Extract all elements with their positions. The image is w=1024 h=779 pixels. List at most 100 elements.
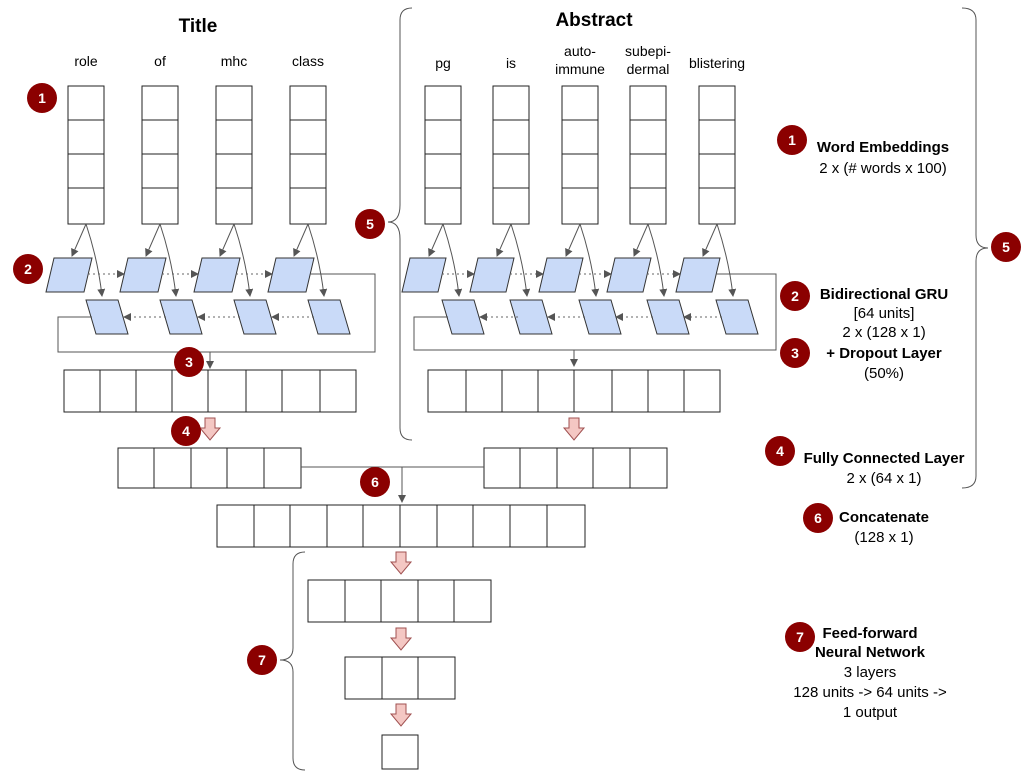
svg-text:5: 5 [1002,239,1010,255]
embedding-column [215,85,253,225]
legend-detail: (50%) [864,365,904,382]
svg-text:7: 7 [258,652,266,668]
abstract-word: is [506,55,516,71]
svg-text:4: 4 [776,443,784,459]
title-word: of [154,53,166,69]
gru-cell [401,257,447,293]
ffnn-brace [279,551,306,771]
down-arrow-icon [389,627,413,651]
title-fc-row [117,447,302,489]
svg-text:7: 7 [796,629,804,645]
abstract-gru-forward [401,257,721,293]
abstract-word: subepi- [625,43,671,59]
title-dropout-row [63,369,357,413]
abstract-words: pg is auto- immune subepi- dermal bliste… [435,43,745,77]
down-arrow-icon [389,703,413,727]
ffnn-layer-2 [344,656,456,700]
svg-text:3: 3 [791,345,799,361]
badge-1: 1 [27,83,57,113]
gru-cell [441,299,485,335]
embedding-column [698,85,736,225]
badge-5-right: 5 [991,232,1021,262]
ffnn-layer-1 [307,579,492,623]
gru-cell [509,299,553,335]
abstract-word: blistering [689,55,745,71]
legend-detail: 1 output [843,704,898,721]
gru-cell [646,299,690,335]
legend-title: Word Embeddings [817,139,949,156]
badge-4: 4 [171,416,201,446]
abstract-fc-row [483,447,668,489]
concatenate-row [216,504,586,548]
abstract-word: dermal [627,61,670,77]
legend-embeddings: 1 Word Embeddings 2 x (# words x 100) [777,125,949,177]
gru-cell [578,299,622,335]
gru-cell [85,299,129,335]
legend-fully-connected: 4 Fully Connected Layer 2 x (64 x 1) [765,436,965,487]
legend-detail: 2 x (64 x 1) [846,470,921,487]
title-words: role of mhc class [74,53,324,69]
abstract-heading: Abstract [555,10,633,31]
abstract-word: immune [555,61,605,77]
svg-text:1: 1 [38,90,46,106]
svg-text:6: 6 [814,510,822,526]
title-gru-loop [57,273,376,353]
abstract-embeddings [424,85,736,225]
gru-cell [715,299,759,335]
badge-6: 6 [360,467,390,497]
legend-title: + Dropout Layer [826,345,942,362]
gru-cell [119,257,167,293]
gru-cell [193,257,241,293]
embedding-column [141,85,179,225]
gru-cell [159,299,203,335]
gru-cell [606,257,652,293]
gru-cell [267,257,315,293]
title-word: role [74,53,98,69]
title-word: class [292,53,324,69]
embedding-column [424,85,462,225]
legend-detail: 2 x (# words x 100) [819,160,947,177]
embedding-column [629,85,667,225]
gru-cell [233,299,277,335]
badge-5-left: 5 [355,209,385,239]
svg-text:4: 4 [182,423,190,439]
svg-text:1: 1 [788,132,796,148]
legend-detail: 128 units -> 64 units -> [793,684,947,701]
legend-title: Bidirectional GRU [820,286,948,303]
title-embeddings [67,85,327,225]
embedding-column [289,85,327,225]
down-arrow-icon [198,417,222,441]
title-heading: Title [179,16,218,37]
down-arrow-icon [562,417,586,441]
title-gru-backward [85,299,351,335]
legend-title: Concatenate [839,509,929,526]
gru-cell [469,257,515,293]
ffnn-output [381,734,419,770]
legend-title: Feed-forward [822,625,917,642]
svg-text:5: 5 [366,216,374,232]
abstract-word: auto- [564,43,596,59]
legend-detail: [64 units] [854,305,915,322]
embedding-column [561,85,599,225]
legend-detail: (128 x 1) [854,529,913,546]
legend-detail: 3 layers [844,664,897,681]
shared-brace [961,7,989,489]
legend-title: Fully Connected Layer [804,450,965,467]
badge-7: 7 [247,645,277,675]
legend: 1 Word Embeddings 2 x (# words x 100) 2 … [765,125,965,721]
badge-3: 3 [174,347,204,377]
legend-ffnn: 7 Feed-forward Neural Network 3 layers 1… [785,622,947,721]
gru-cell [45,257,93,293]
title-word: mhc [221,53,247,69]
abstract-brace [387,7,413,441]
abstract-gru-backward [441,299,759,335]
svg-text:3: 3 [185,354,193,370]
legend-concatenate: 6 Concatenate (128 x 1) [803,503,929,546]
svg-text:2: 2 [791,288,799,304]
abstract-gru-connections [428,223,737,297]
embedding-column [492,85,530,225]
down-arrow-icon [389,551,413,575]
legend-gru: 2 Bidirectional GRU [64 units] 2 x (128 … [780,281,948,341]
legend-title: Neural Network [815,644,926,661]
